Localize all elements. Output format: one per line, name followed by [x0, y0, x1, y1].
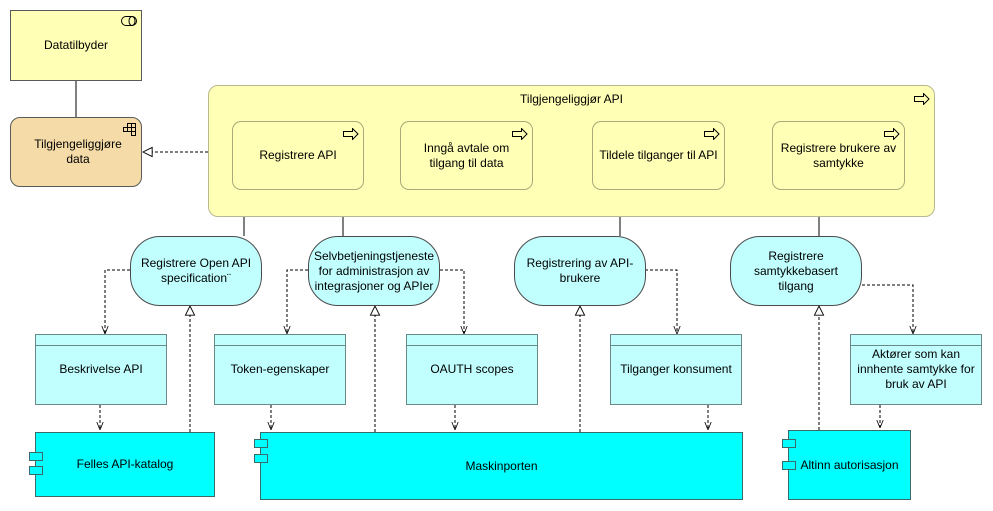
component-tab-icon	[29, 466, 43, 475]
data-object-oauth-scopes[interactable]: OAUTH scopes	[406, 334, 538, 405]
actor-icon	[121, 16, 137, 26]
component-label: Felles API-katalog	[76, 457, 174, 471]
service-label: Registrering av API-brukere	[526, 256, 634, 285]
process-arrow-icon	[512, 128, 528, 140]
service-selvbetjeningstjeneste[interactable]: Selvbetjeningstjeneste for administrasjo…	[308, 236, 440, 306]
process-arrow-icon	[704, 128, 720, 140]
role-label: Tilgjengeliggjøre data	[34, 137, 122, 166]
component-maskinporten[interactable]: Maskinporten	[254, 432, 743, 500]
service-label: Registrere Open API specification¨	[140, 256, 252, 285]
component-tab-icon	[782, 439, 796, 448]
component-felles-api-katalog[interactable]: Felles API-katalog	[29, 432, 215, 497]
process-group-label: Tilgjengeliggjør API	[520, 92, 623, 106]
process-label: Registrere API	[259, 148, 337, 162]
service-registrere-open-api[interactable]: Registrere Open API specification¨	[130, 236, 262, 306]
component-tab-icon	[254, 454, 268, 463]
process-label: Tildele tilganger til API	[599, 148, 718, 162]
access-link-2	[287, 269, 308, 334]
data-object-label: OAUTH scopes	[430, 362, 514, 376]
process-label: Registrere brukere av samtykke	[780, 140, 897, 170]
component-tab-icon	[254, 439, 268, 448]
component-tab-icon	[29, 452, 43, 461]
data-object-label: Beskrivelse API	[59, 362, 143, 376]
business-actor-datatilbyder[interactable]: Datatilbyder	[10, 10, 142, 81]
data-object-label: Aktører som kan innhente samtykke for br…	[857, 347, 975, 391]
data-object-beskrivelse-api[interactable]: Beskrivelse API	[35, 334, 167, 405]
process-registrere-api[interactable]: Registrere API	[232, 121, 364, 190]
actor-label: Datatilbyder	[43, 38, 109, 52]
process-label: Inngå avtale om tilgang til data	[423, 140, 510, 170]
access-link-1	[105, 269, 130, 334]
data-object-token-egenskaper[interactable]: Token-egenskaper	[214, 334, 346, 405]
access-link-5	[862, 284, 913, 334]
component-tab-icon	[782, 461, 796, 470]
process-arrow-icon	[343, 128, 359, 140]
service-label: Selvbetjeningstjeneste for administrasjo…	[313, 248, 435, 293]
access-link-4	[645, 269, 677, 334]
data-object-label: Token-egenskaper	[230, 362, 330, 376]
data-object-label: Tilganger konsument	[620, 362, 732, 376]
service-registrere-samtykkebasert[interactable]: Registrere samtykkebasert tilgang	[730, 236, 862, 306]
process-arrow-icon	[884, 128, 900, 140]
process-arrow-icon	[914, 93, 930, 105]
data-object-tilganger-konsument[interactable]: Tilganger konsument	[610, 334, 742, 405]
component-label: Altinn autorisasjon	[800, 457, 899, 472]
component-label: Maskinporten	[465, 458, 538, 473]
component-altinn-autorisasjon[interactable]: Altinn autorisasjon	[782, 430, 911, 500]
process-registrere-brukere[interactable]: Registrere brukere av samtykke	[772, 121, 905, 190]
process-inngaa-avtale[interactable]: Inngå avtale om tilgang til data	[400, 121, 533, 190]
service-registrering-api-brukere[interactable]: Registrering av API-brukere	[514, 236, 646, 306]
data-object-aktorer-samtykke[interactable]: Aktører som kan innhente samtykke for br…	[850, 334, 982, 405]
service-label: Registrere samtykkebasert tilgang	[753, 248, 839, 293]
role-icon	[123, 123, 136, 136]
access-link-3	[440, 269, 464, 334]
business-role-tilgjengeliggjore-data[interactable]: Tilgjengeliggjøre data	[10, 117, 142, 187]
process-tildele-tilganger[interactable]: Tildele tilganger til API	[592, 121, 725, 190]
